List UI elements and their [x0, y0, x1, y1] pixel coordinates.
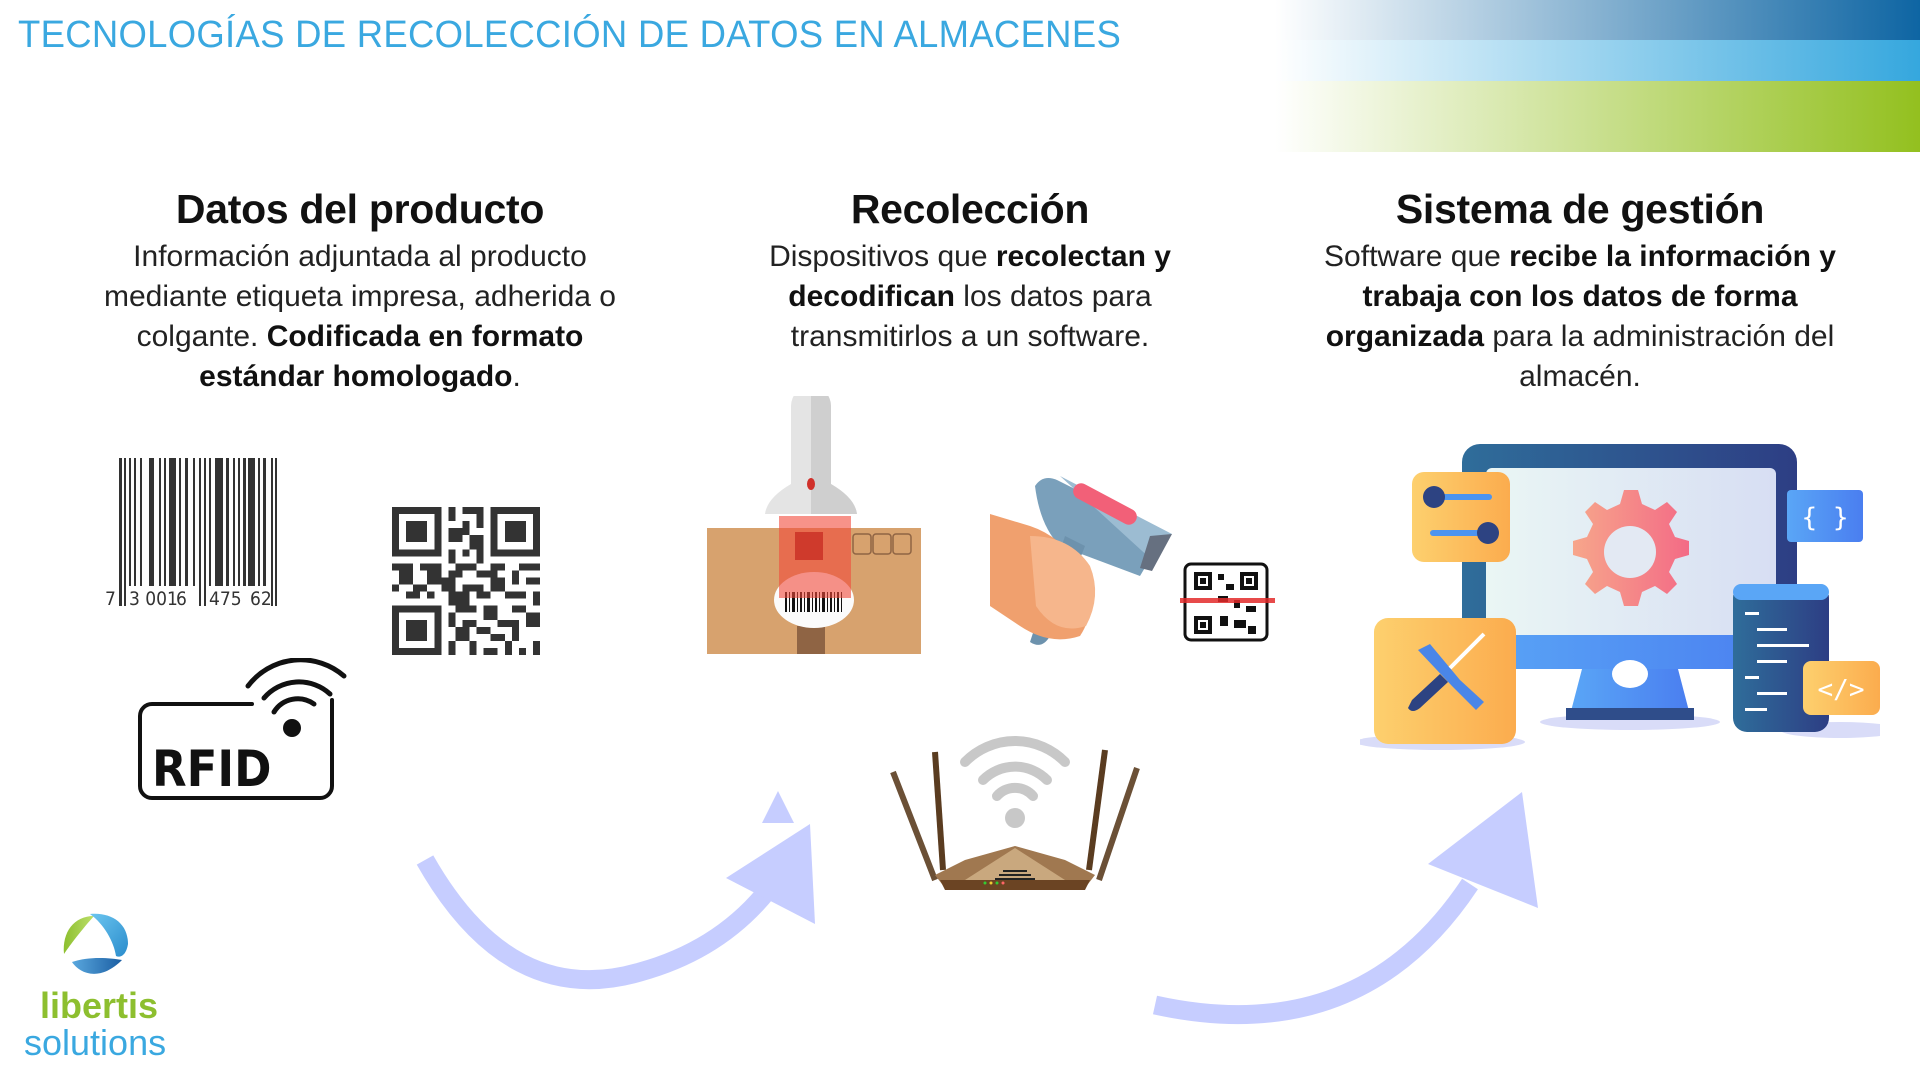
header-gradient-bands — [1275, 0, 1920, 152]
text-part-bold: recibe la información y trabaja con los … — [1325, 240, 1836, 353]
column-description: Software que recibe la información y tra… — [1280, 237, 1880, 397]
text-part: los datos para transmitirlos a un softwa… — [790, 280, 1152, 353]
barcode-scanner-on-box-icon — [707, 386, 921, 654]
gradient-band-light-blue — [1275, 40, 1920, 81]
column-description: Información adjuntada al producto median… — [70, 237, 650, 397]
gradient-band-blue — [1275, 0, 1920, 40]
column-heading: Sistema de gestión — [1395, 186, 1765, 232]
text-part: Software que — [1324, 240, 1510, 273]
flow-arrow-2 — [1130, 780, 1570, 1040]
rfid-label: RFID — [152, 740, 271, 798]
logo-text-libertis: libertis — [40, 985, 159, 1026]
column-heading: Datos del producto — [175, 186, 545, 232]
page-title: TECNOLOGÍAS DE RECOLECCIÓN DE DATOS EN A… — [18, 14, 1122, 56]
barcode-digit: 6 — [176, 588, 187, 608]
flow-arrow-1 — [400, 780, 840, 1000]
text-part-bold: recolectan y decodifican — [788, 240, 1171, 313]
column-management-system: Sistema de gestión Software que recibe l… — [1280, 186, 1880, 397]
text-part: Información adjuntada al producto median… — [104, 240, 616, 353]
logo-text-solutions: solutions — [24, 1022, 167, 1063]
monitor-gear-icon: { } </> — [1355, 430, 1900, 750]
barcode-digit: 475 — [209, 588, 242, 608]
libertis-logo-icon — [60, 912, 132, 984]
barcode-icon: 7 3 001 6 475 62 — [105, 458, 305, 610]
column-description: Dispositivos que recolectan y decodifica… — [720, 237, 1220, 357]
text-part: Dispositivos que — [769, 240, 996, 273]
rfid-card-icon: RFID — [136, 657, 350, 806]
text-part: . — [512, 360, 521, 393]
braces-label: { } — [1802, 503, 1849, 533]
wifi-router-icon — [885, 720, 1145, 890]
qr-code-icon — [392, 507, 540, 655]
column-collection: Recolección Dispositivos que recolectan … — [720, 186, 1220, 357]
code-label: </> — [1818, 675, 1865, 705]
barcode-digit: 3 001 — [129, 588, 178, 608]
text-part: para la administración del almacén. — [1484, 320, 1835, 393]
column-heading: Recolección — [850, 186, 1090, 232]
gradient-band-green — [1275, 81, 1920, 152]
column-product-data: Datos del producto Información adjuntada… — [70, 186, 650, 397]
barcode-digit: 62 — [250, 588, 272, 608]
text-part-bold: Codificada en formato estándar homologad… — [199, 320, 584, 393]
handheld-qr-scanner-icon — [990, 476, 1275, 651]
barcode-digit: 7 — [105, 588, 116, 608]
